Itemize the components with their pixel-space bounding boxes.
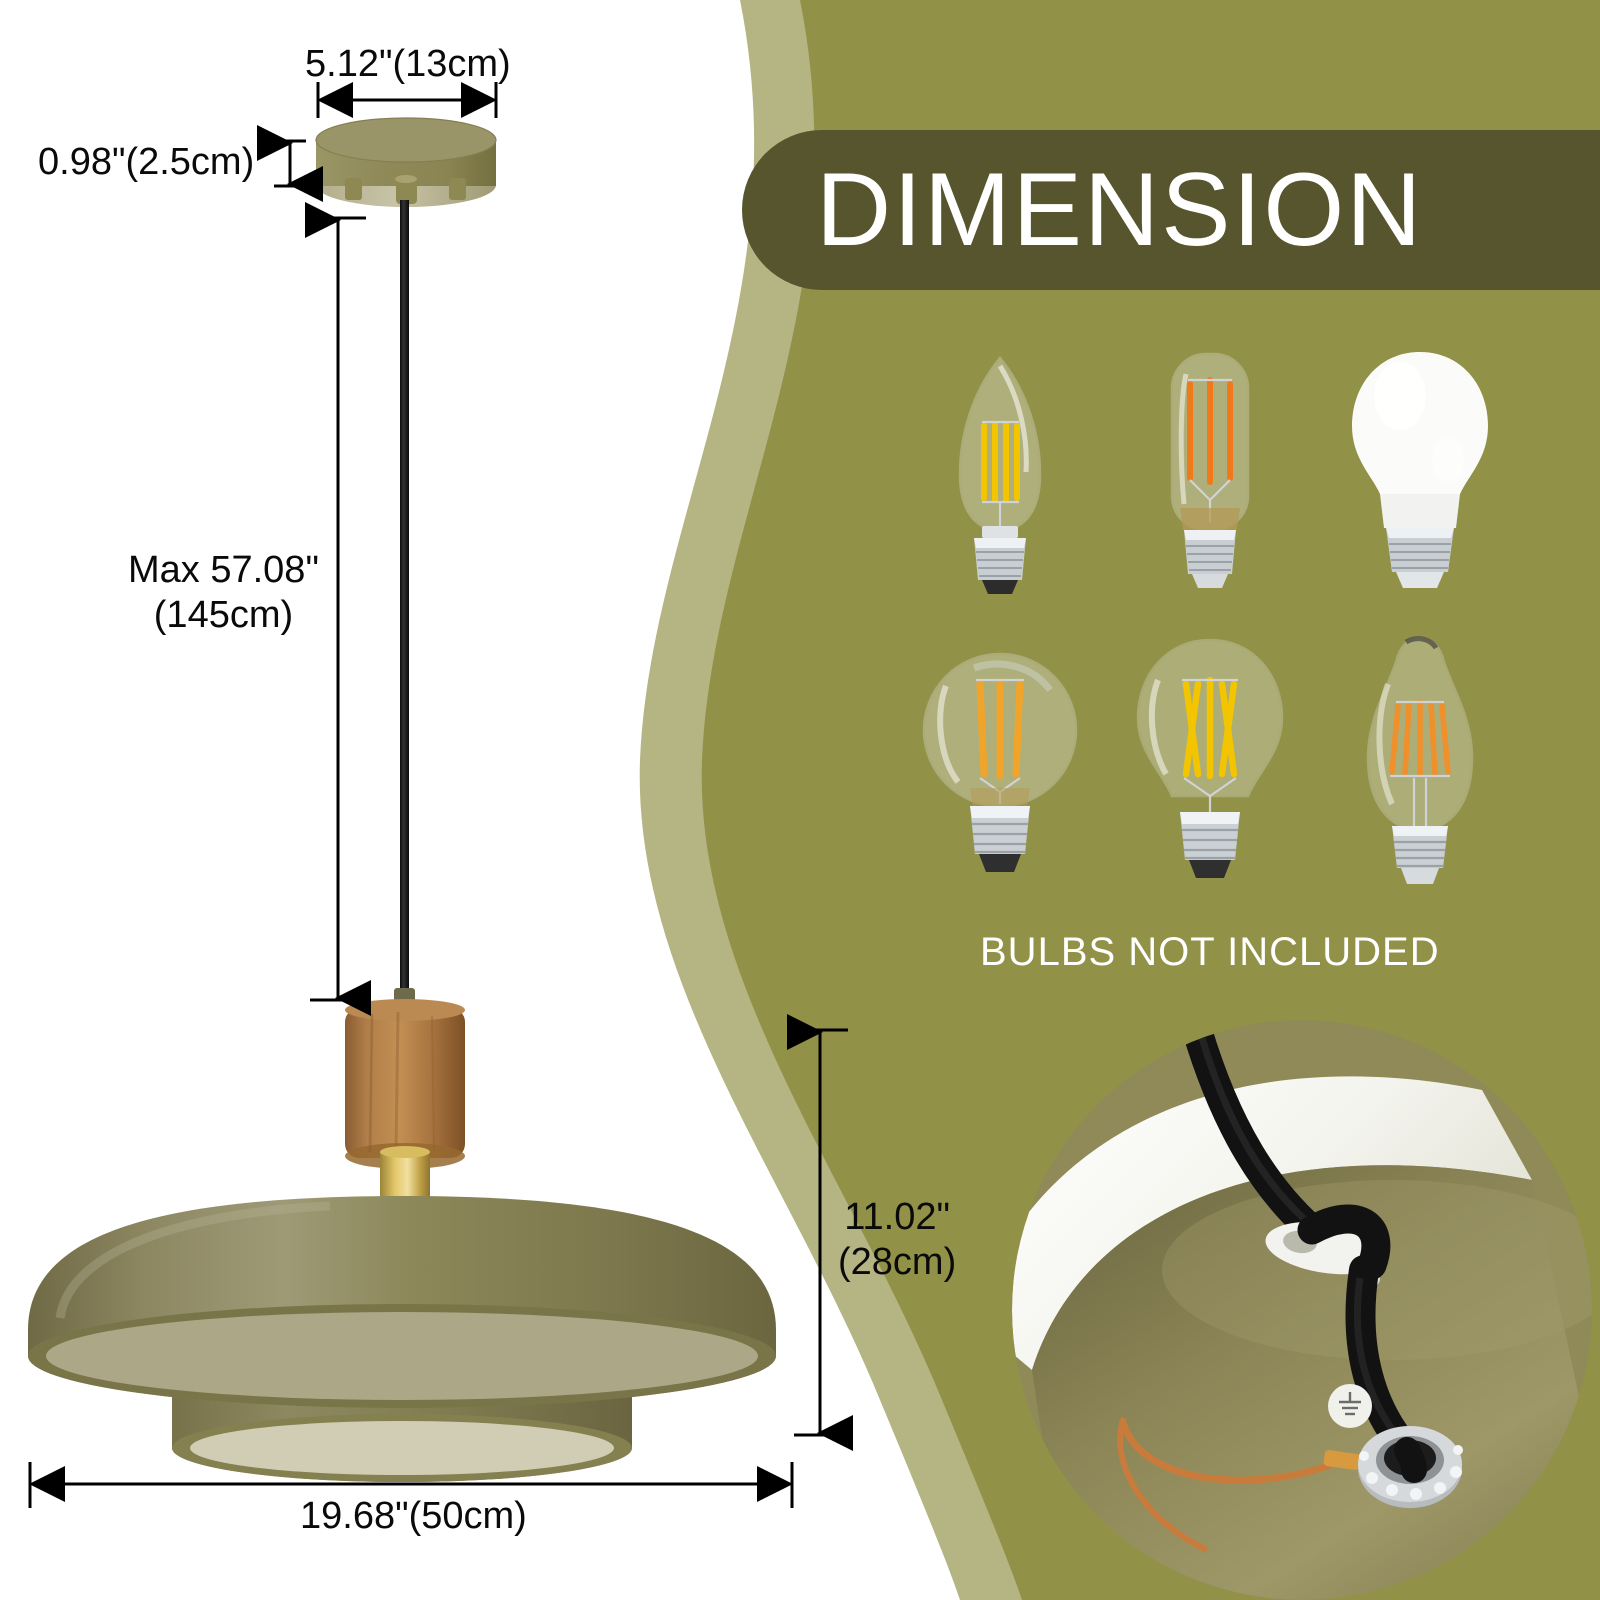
tubular-bulb-t45 (1110, 340, 1310, 610)
e26-base (974, 538, 1026, 594)
label-canopy-width: 5.12"(13cm) (305, 43, 511, 85)
bulbs-not-included-note: BULBS NOT INCLUDED (980, 930, 1440, 974)
e26-base (1386, 528, 1454, 588)
label-max-drop-line1: Max 57.08" (128, 549, 319, 591)
shade-dome (28, 1196, 776, 1408)
label-shade-height-line1: 11.02" (844, 1196, 950, 1238)
e26-base (1392, 826, 1448, 884)
label-max-drop-line2: (145cm) (153, 593, 294, 636)
e26-base (1184, 530, 1236, 588)
label-canopy-height: 0.98"(2.5cm) (38, 141, 255, 183)
standard-bulb-a60 (1110, 628, 1310, 898)
dimension-banner: DIMENSION (742, 130, 1600, 290)
globe-bulb-g45 (900, 628, 1100, 898)
label-max-drop: Max 57.08" (145cm) (128, 548, 319, 638)
candle-bulb-c35 (900, 340, 1100, 610)
label-shade-height: 11.02" (28cm) (838, 1195, 956, 1285)
wood-socket-holder (345, 999, 465, 1169)
e26-base (1180, 812, 1240, 878)
e26-base (970, 806, 1030, 872)
shade-inner-drum (172, 1380, 632, 1482)
label-shade-height-line2: (28cm) (838, 1240, 957, 1283)
edison-bulb-st64 (1320, 628, 1520, 898)
hanging-cord (400, 200, 409, 1000)
canopy-wiring-closeup (1012, 1020, 1592, 1600)
ceiling-canopy (315, 117, 497, 207)
label-shade-diameter: 19.68"(50cm) (300, 1495, 527, 1537)
ground-symbol-sticker (1328, 1384, 1372, 1428)
banner-title: DIMENSION (816, 152, 1424, 268)
compatible-bulbs-grid (900, 340, 1520, 900)
frosted-bulb-a19 (1320, 340, 1520, 610)
